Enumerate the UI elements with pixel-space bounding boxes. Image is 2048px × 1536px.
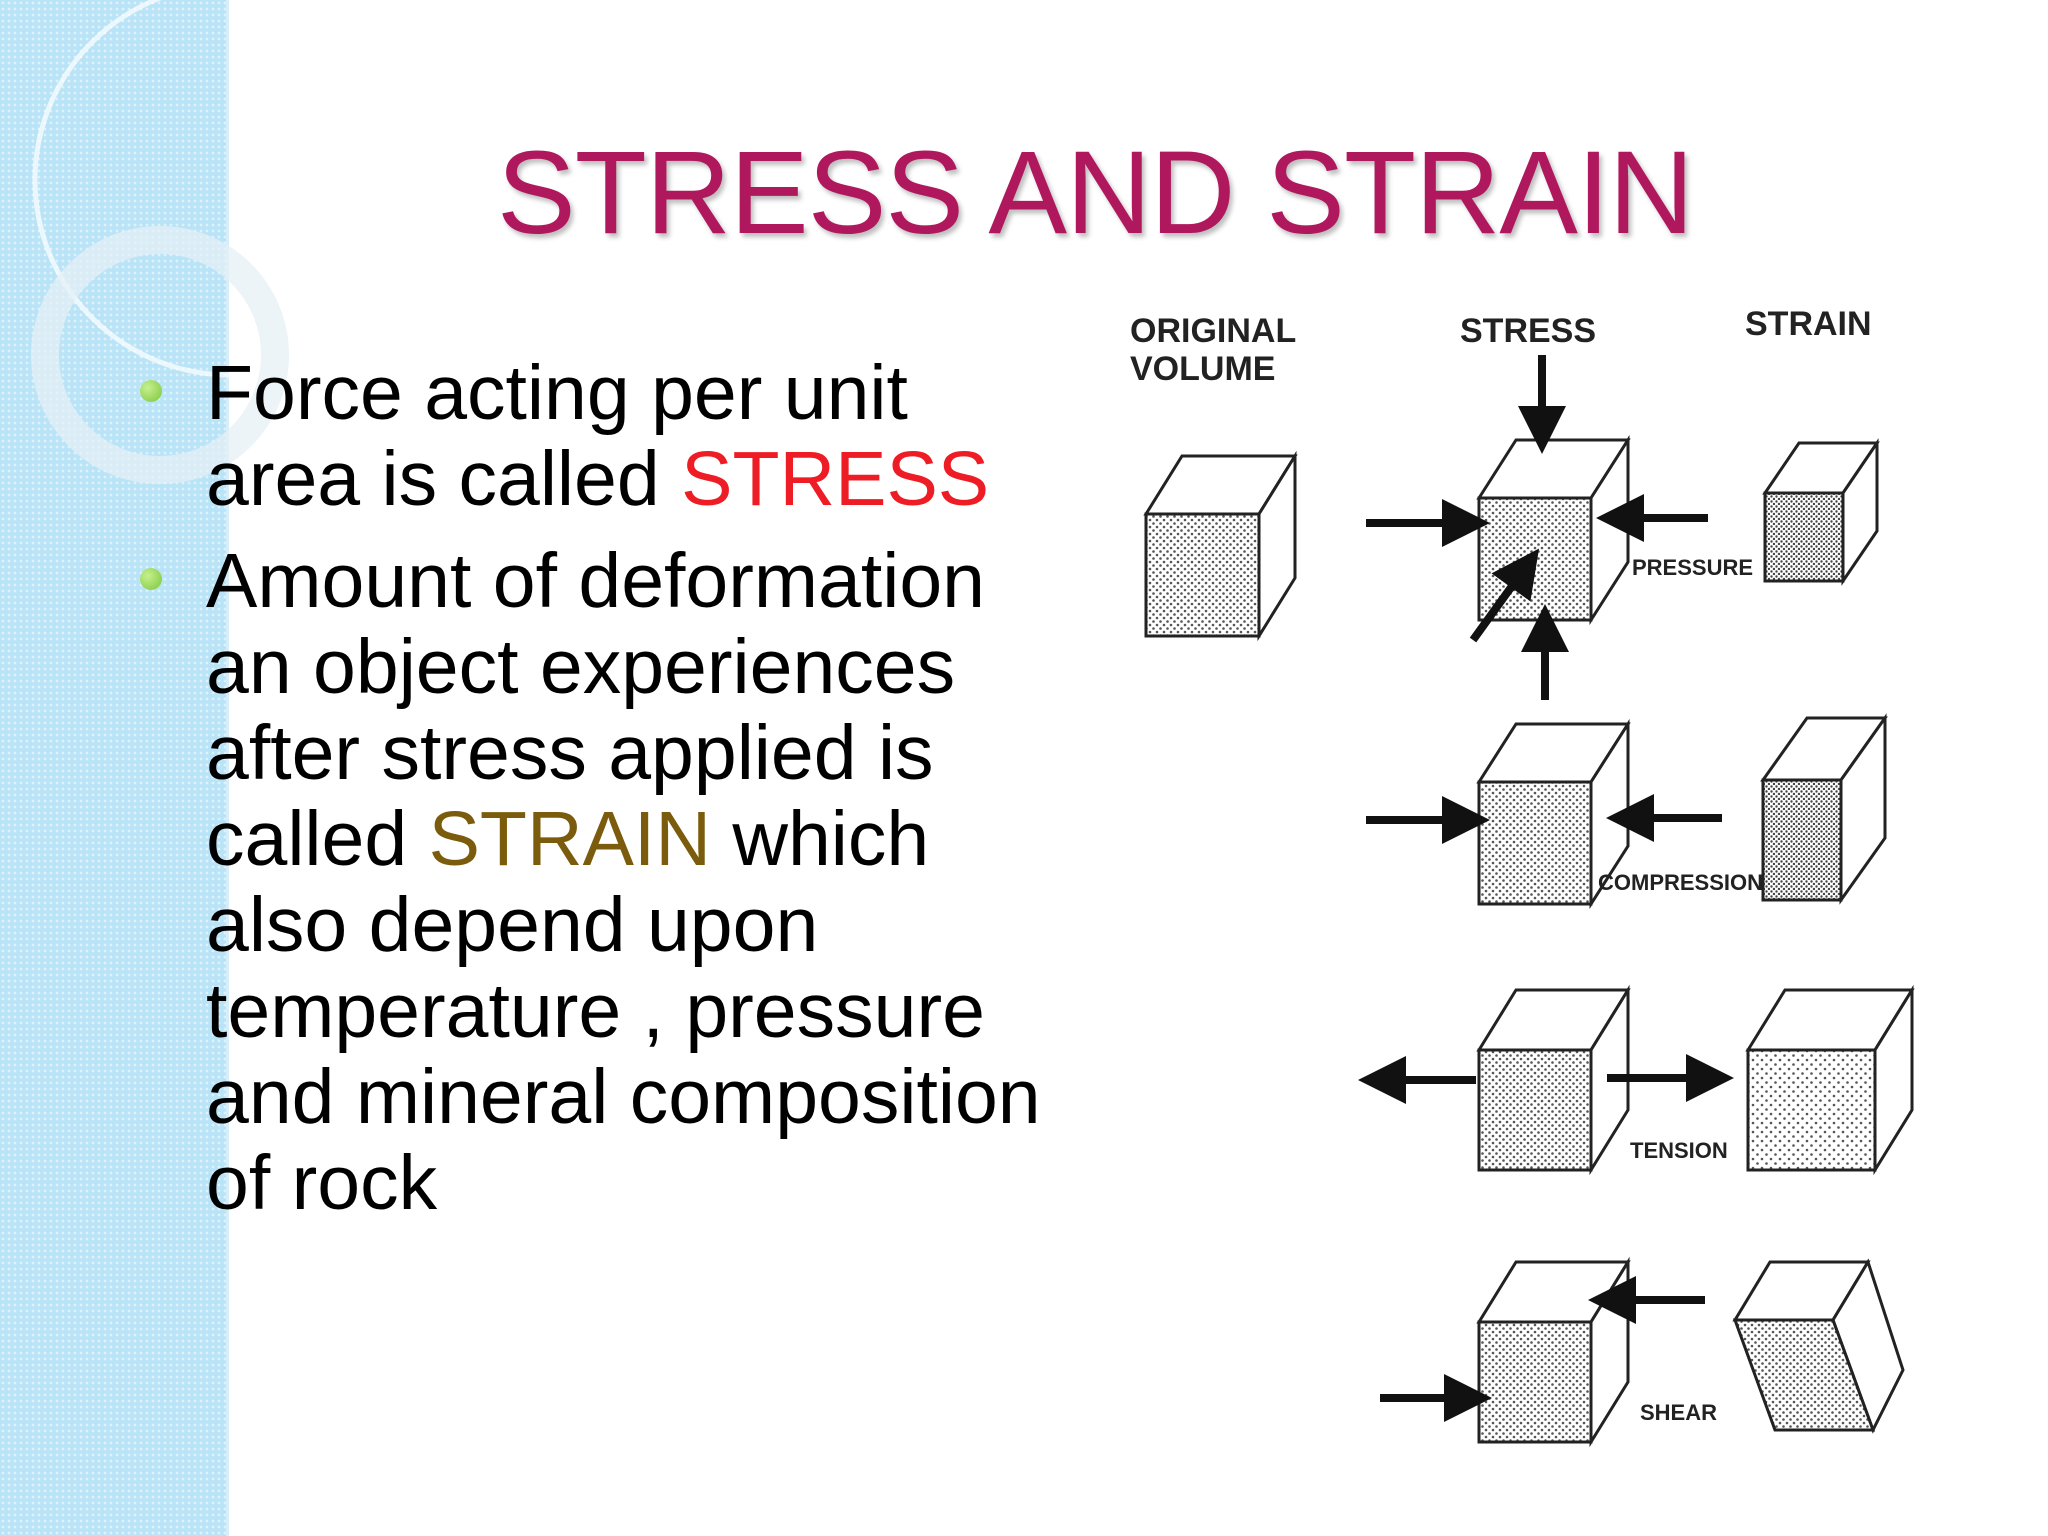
decorative-rings xyxy=(31,0,420,484)
pressure-stress-cube xyxy=(1476,434,1631,626)
label-shear: SHEAR xyxy=(1640,1400,1717,1425)
bullet-line: Force acting per unit xyxy=(206,350,908,436)
header-strain: STRAIN xyxy=(1745,305,1872,343)
bullet-line: area is called STRESS xyxy=(206,436,990,522)
sidebar-edge xyxy=(226,0,229,1536)
bullet-line: temperature , pressure xyxy=(206,968,985,1054)
pressure-strain-cube xyxy=(1762,438,1880,586)
bullet-line: Amount of deformation xyxy=(206,538,985,624)
compression-strain-cube xyxy=(1760,713,1888,905)
bullet-line: also depend upon xyxy=(206,882,819,968)
compression-arrows xyxy=(1366,794,1722,844)
strain-highlight: STRAIN xyxy=(428,796,711,882)
bullet-icon xyxy=(140,568,162,590)
bullet-icon xyxy=(140,380,162,402)
slide-title: STRESS AND STRAIN xyxy=(496,127,1694,259)
stress-highlight: STRESS xyxy=(681,436,990,522)
header-stress: STRESS xyxy=(1460,312,1596,350)
tension-strain-cube xyxy=(1745,984,1915,1176)
tension-arrows xyxy=(1358,1054,1734,1104)
bullet-line: of rock xyxy=(206,1140,438,1226)
bullet-line: called STRAIN which xyxy=(206,796,930,882)
shear-arrows xyxy=(1380,1276,1705,1422)
label-compression: COMPRESSION xyxy=(1598,870,1763,895)
label-tension: TENSION xyxy=(1630,1138,1728,1163)
tension-stress-cube xyxy=(1476,984,1631,1176)
shear-strain-cube xyxy=(1732,1258,1905,1434)
header-volume: VOLUME xyxy=(1130,350,1275,388)
original-volume-cube xyxy=(1143,450,1298,642)
stress-strain-diagram: ORIGINAL VOLUME STRESS STRAIN PRESSURE C… xyxy=(1130,305,1915,1448)
pressure-arrows xyxy=(1366,355,1708,700)
header-original: ORIGINAL xyxy=(1130,312,1296,350)
label-pressure: PRESSURE xyxy=(1632,555,1753,580)
bullet-line: an object experiences xyxy=(206,624,956,710)
compression-stress-cube xyxy=(1476,718,1631,910)
shear-stress-cube xyxy=(1476,1256,1631,1448)
bullet-line: and mineral composition xyxy=(206,1054,1041,1140)
bullet-line: after stress applied is xyxy=(206,710,934,796)
